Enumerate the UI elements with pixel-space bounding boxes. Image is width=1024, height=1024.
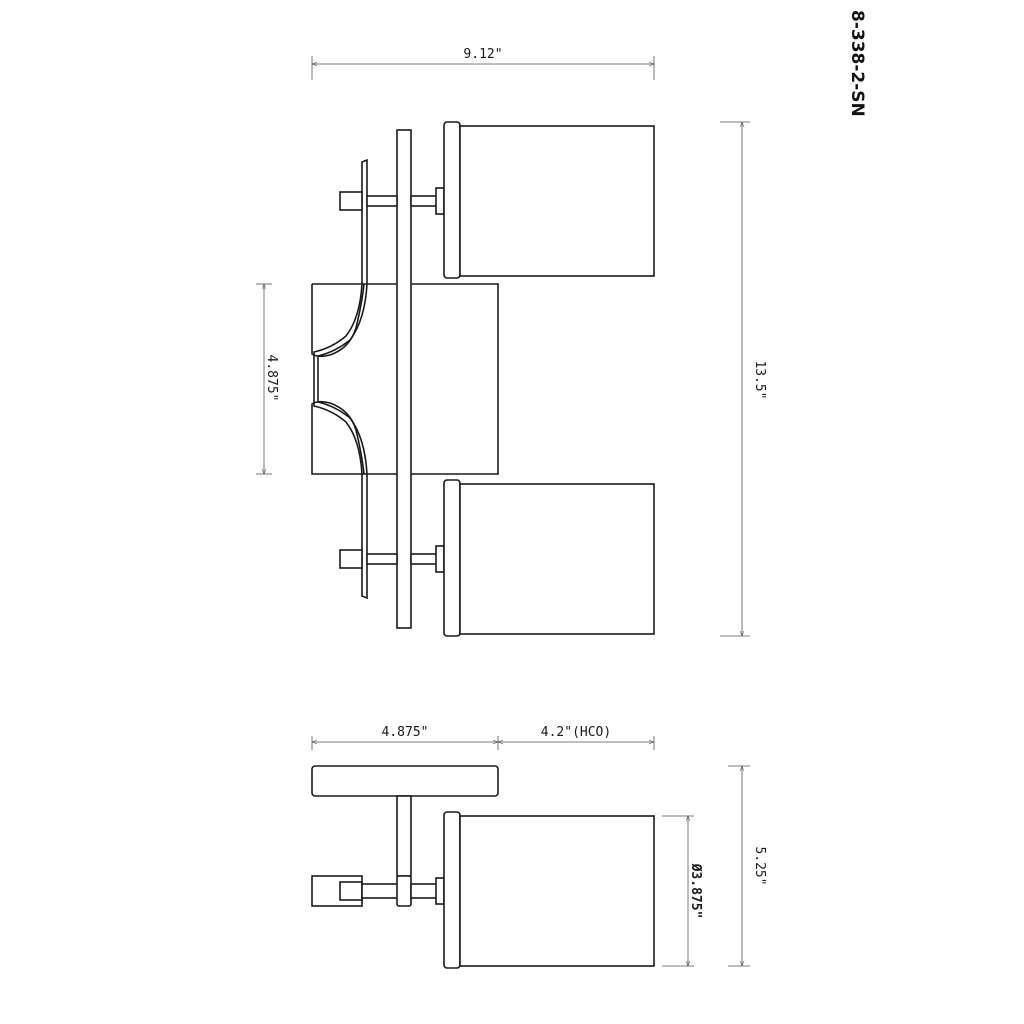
lower-arm xyxy=(339,545,445,573)
backplate-side xyxy=(311,765,499,797)
shade-diameter-label: Ø3.875" xyxy=(688,863,703,919)
side-shade xyxy=(443,811,655,969)
front-view: 9.12" 13.5" 4.875" xyxy=(256,47,767,637)
mounting-bracket xyxy=(313,158,368,600)
dimension-overall-height: 13.5" xyxy=(720,122,767,636)
dimension-shade-diameter: Ø3.875" xyxy=(662,816,703,966)
dimension-backplate-height: 4.875" xyxy=(256,284,279,474)
dimension-side-height: 5.25" xyxy=(728,766,767,966)
side-mount-block xyxy=(311,875,445,907)
backplate-height-label: 4.875" xyxy=(264,355,279,402)
side-height-label: 5.25" xyxy=(752,846,767,885)
upper-shade xyxy=(443,121,655,279)
lower-shade xyxy=(443,479,655,637)
vertical-bar xyxy=(396,129,412,629)
side-view: 4.875" 4.2"(HCO) Ø3.875" xyxy=(311,725,767,969)
dimension-overall-width: 9.12" xyxy=(312,47,654,80)
dimension-side-widths: 4.875" 4.2"(HCO) xyxy=(312,725,654,750)
side-stem xyxy=(396,795,412,877)
upper-arm xyxy=(339,187,445,215)
extension-label: 4.2"(HCO) xyxy=(541,725,611,740)
overall-width-label: 9.12" xyxy=(463,47,502,62)
backplate-width-label: 4.875" xyxy=(382,725,429,740)
model-number: 8-338-2-SN xyxy=(847,10,867,117)
overall-height-label: 13.5" xyxy=(752,360,767,399)
